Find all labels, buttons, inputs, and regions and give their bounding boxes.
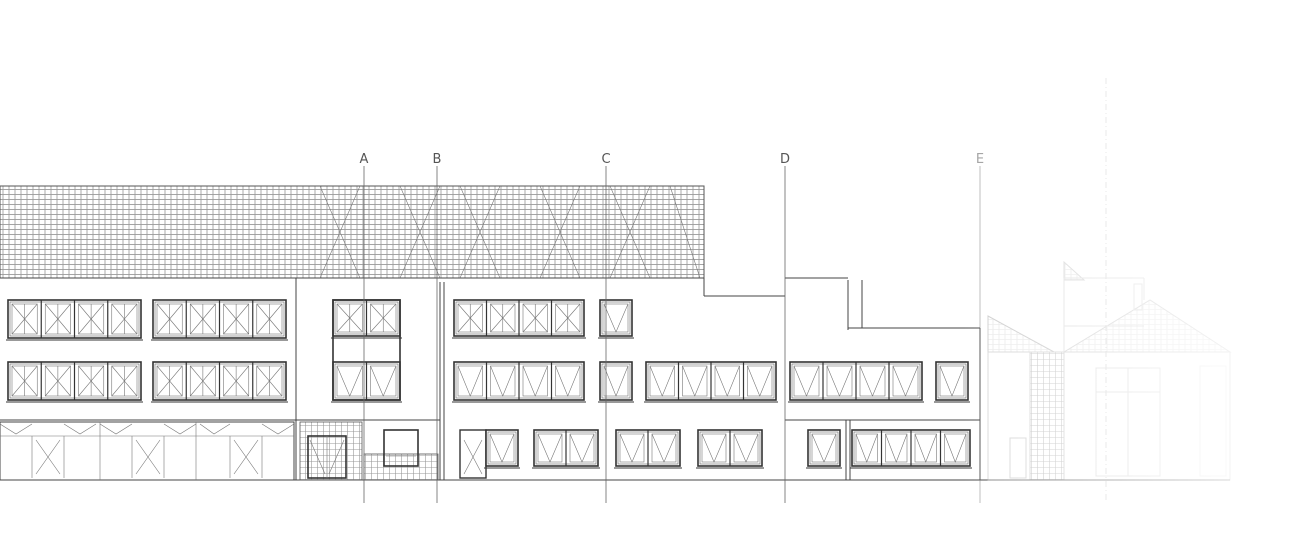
grid-axis-label: D <box>780 152 790 167</box>
grid-axis-b: B <box>433 152 442 503</box>
grid-axis-d: D <box>780 152 790 503</box>
window-band <box>788 361 924 403</box>
grid-axis-label: C <box>601 152 610 167</box>
window-band <box>331 361 402 403</box>
window-band <box>598 299 634 339</box>
window-band <box>484 429 520 469</box>
main-roof <box>0 185 705 279</box>
window-band <box>598 361 634 403</box>
window-band <box>532 429 600 469</box>
window-band <box>452 299 586 339</box>
window-band <box>6 299 143 341</box>
window-band <box>452 361 586 403</box>
window-band <box>806 429 842 469</box>
window-band <box>850 429 972 469</box>
window-band <box>644 361 778 403</box>
window-band <box>934 361 970 403</box>
grid-axis-label: B <box>433 152 442 167</box>
window-band <box>151 299 288 341</box>
window-band <box>151 361 288 403</box>
window-band <box>331 299 402 339</box>
center-wing-windows <box>331 299 970 403</box>
window-band <box>6 361 143 403</box>
ground-floor-windows <box>459 429 972 479</box>
grid-axis-label: A <box>360 152 369 167</box>
adjacent-building <box>987 260 1232 481</box>
grid-axis-c: C <box>601 152 611 503</box>
window-band <box>614 429 682 469</box>
grid-axis-label: E <box>976 152 984 167</box>
ground-floor-storefront <box>0 421 295 481</box>
entrance-tower <box>299 421 439 481</box>
roof-dormer-lines <box>319 185 701 279</box>
grid-axis-a: A <box>360 152 369 503</box>
left-wing-windows <box>6 299 288 403</box>
window-band <box>696 429 764 469</box>
